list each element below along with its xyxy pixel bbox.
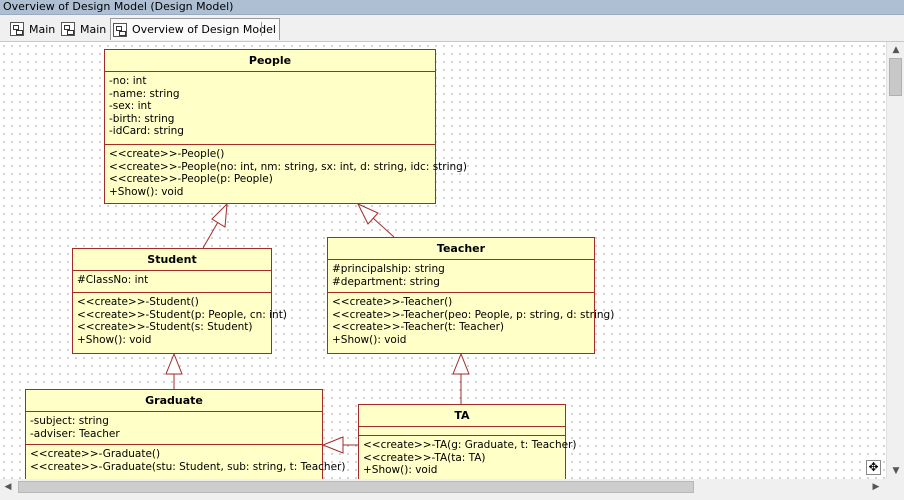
operation[interactable]: <<create>>-Teacher() [332, 296, 453, 308]
tab-label: Overview of Design Model [132, 23, 276, 36]
class-graduate[interactable]: Graduate -subject: string -adviser: Teac… [25, 389, 346, 479]
relationship-layer [165, 202, 470, 454]
class-student[interactable]: Student #ClassNo: int <<create>>-Student… [72, 248, 287, 354]
tab-label: Main [80, 22, 107, 36]
diagram-icon [113, 22, 127, 37]
generalization-arrowhead [165, 352, 183, 375]
scroll-up-arrow-icon[interactable]: ▲ [892, 45, 900, 55]
pan-navigator-icon[interactable]: ✥ [866, 460, 881, 475]
scroll-right-arrow-icon[interactable]: ▶ [872, 482, 880, 492]
operation[interactable]: +Show(): void [332, 333, 407, 346]
generalization-line[interactable] [202, 221, 219, 249]
operation[interactable]: <<create>>-Student(p: People, cn: int) [77, 308, 287, 321]
class-name: TA [359, 405, 565, 427]
class-name: Graduate [26, 390, 322, 412]
operation[interactable]: <<create>>-Graduate() [30, 448, 161, 460]
attribute[interactable]: -birth: string [109, 112, 175, 125]
operation[interactable]: <<create>>-Graduate(stu: Student, sub: s… [30, 460, 346, 473]
operations-compartment: <<create>>-People() <<create>>-People(no… [105, 145, 467, 200]
tab-overview-of-design-model[interactable]: Overview of Design Model [110, 18, 280, 40]
attribute[interactable]: -sex: int [109, 100, 152, 113]
diagram-icon [61, 22, 75, 36]
attributes-compartment: #principalship: string #department: stri… [328, 260, 594, 293]
generalization-arrowhead [356, 202, 379, 225]
attribute[interactable]: -subject: string [30, 415, 109, 427]
operations-compartment: <<create>>-Graduate() <<create>>-Graduat… [26, 445, 346, 475]
vertical-scrollbar[interactable]: ▲ ▼ [886, 42, 904, 479]
scroll-left-arrow-icon[interactable]: ◀ [4, 482, 12, 492]
operation[interactable]: +Show(): void [77, 333, 152, 346]
class-people[interactable]: People -no: int -name: string -sex: int … [104, 49, 467, 204]
scroll-down-arrow-icon[interactable]: ▼ [892, 466, 900, 476]
attributes-compartment [359, 427, 565, 436]
diagram-canvas[interactable]: People -no: int -name: string -sex: int … [0, 42, 886, 479]
attribute[interactable]: -adviser: Teacher [30, 427, 120, 440]
operation[interactable]: <<create>>-Student(s: Student) [77, 321, 253, 334]
vertical-scroll-thumb[interactable] [889, 58, 902, 96]
attribute[interactable]: #ClassNo: int [77, 274, 149, 286]
operation[interactable]: <<create>>-People() [109, 148, 225, 160]
class-name: Teacher [328, 238, 594, 260]
horizontal-scrollbar[interactable]: ◀ ▶ [0, 479, 886, 496]
tab-separator [261, 22, 262, 36]
class-name: Student [73, 249, 271, 271]
tab-label: Main [29, 22, 56, 36]
class-ta[interactable]: TA <<create>>-TA(g: Graduate, t: Teacher… [358, 404, 577, 479]
operation[interactable]: +Show(): void [109, 185, 184, 198]
generalization-arrowhead [321, 436, 344, 454]
tab-main-2[interactable]: Main [61, 20, 106, 38]
horizontal-scroll-thumb[interactable] [18, 481, 694, 493]
operations-compartment: <<create>>-Student() <<create>>-Student(… [73, 293, 287, 348]
operations-compartment: <<create>>-TA(g: Graduate, t: Teacher) <… [359, 436, 577, 479]
operation[interactable]: <<create>>-TA(g: Graduate, t: Teacher) [363, 439, 577, 451]
class-name: People [105, 50, 435, 72]
operation[interactable]: <<create>>-People(p: People) [109, 173, 273, 186]
attribute[interactable]: -no: int [109, 75, 147, 87]
attributes-compartment: #ClassNo: int [73, 271, 271, 293]
generalization-arrowhead [452, 352, 470, 375]
attribute[interactable]: #principalship: string [332, 263, 445, 275]
attribute[interactable]: -idCard: string [109, 125, 184, 138]
generalization-line[interactable] [372, 217, 395, 238]
operation[interactable]: <<create>>-Teacher(t: Teacher) [332, 321, 504, 334]
generalization-arrowhead [211, 202, 228, 228]
attributes-compartment: -subject: string -adviser: Teacher [26, 412, 322, 445]
operation[interactable]: +Show(): void [363, 464, 438, 477]
operation[interactable]: <<create>>-Teacher(peo: People, p: strin… [332, 308, 615, 321]
operations-compartment: <<create>>-Teacher() <<create>>-Teacher(… [328, 293, 615, 348]
tab-main-1[interactable]: Main [10, 20, 55, 38]
operation[interactable]: <<create>>-TA(ta: TA) [363, 451, 486, 464]
diagram-icon [10, 22, 24, 36]
attribute[interactable]: -name: string [109, 87, 180, 100]
diagram-tab-bar: Main Main Overview of Design Model [0, 16, 904, 42]
attribute[interactable]: #department: string [332, 275, 440, 288]
attributes-compartment: -no: int -name: string -sex: int -birth:… [105, 72, 435, 145]
window-title: Overview of Design Model (Design Model) [0, 0, 904, 15]
class-teacher[interactable]: Teacher #principalship: string #departme… [327, 237, 615, 354]
operation[interactable]: <<create>>-People(no: int, nm: string, s… [109, 160, 467, 173]
operation[interactable]: <<create>>-Student() [77, 296, 199, 308]
